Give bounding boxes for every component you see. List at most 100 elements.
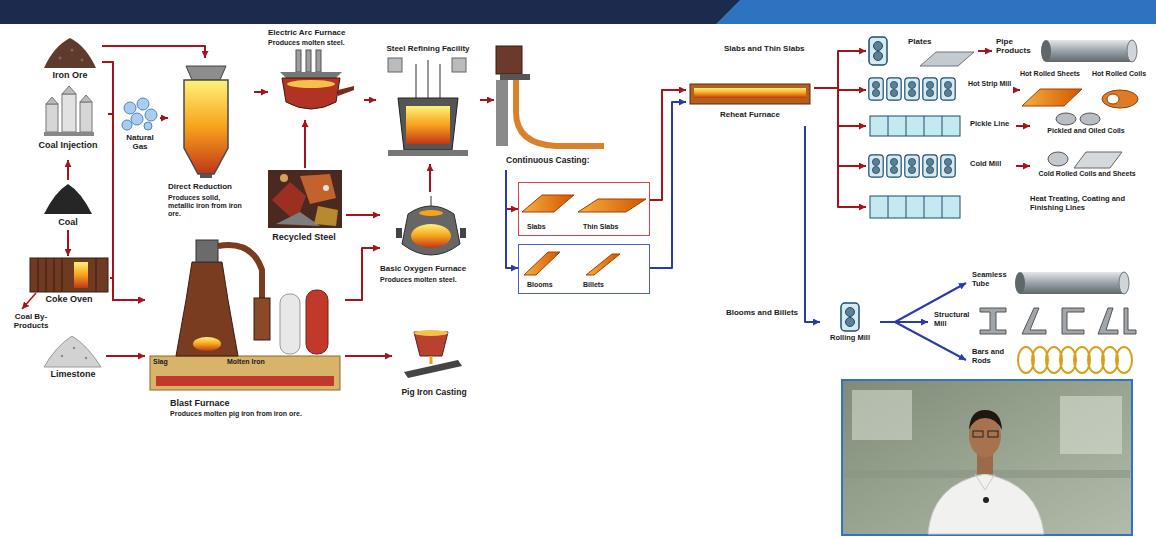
flow-arrow [429,164,431,192]
flow-arrow [506,170,518,209]
process-unit: SlagMolten IronBlast FurnaceProduces mol… [145,228,345,420]
node-label: Pig Iron Casting [392,388,476,398]
structural-shapes [1098,308,1118,334]
annotation-label: Slabs and Thin Slabs [724,44,834,53]
iron-ore-pile [71,49,74,52]
iron-ore-pile [59,57,62,60]
blast-furnace [254,298,270,340]
reheat-furnace [694,88,806,98]
roll-stands [923,155,937,177]
node-label: Limestone [40,369,106,379]
flow-arrow [160,117,168,119]
coal-injection-silos [62,86,76,94]
hot-rolled-coil [1102,90,1138,108]
flow-arrow [814,88,866,126]
raw-material: Coal [40,180,96,230]
electric-arc-furnace [280,50,354,109]
pickle-line-tank [870,116,960,136]
recycled-steel-photo [268,170,342,228]
product-item: Cold Rolled Coils and Sheets [1030,148,1144,186]
direct-reduction-furnace [200,174,212,178]
coke-oven [96,258,97,292]
recycled-steel-photo [268,170,342,228]
electric-arc-furnace [287,80,335,88]
bloom-shapes [524,252,620,275]
node-label: Cold Rolled Coils and Sheets [1030,170,1144,178]
steel-refining-ladle [406,106,450,144]
flow-arrow [102,46,205,58]
node-label: Rolling Mill [820,334,880,343]
coal-injection-silos [44,132,94,136]
roll-stands [941,78,955,100]
node-note: Thin Slabs [583,223,647,231]
process-unit: Reheat Furnace [686,78,814,126]
node-label: Recycled Steel [262,232,346,242]
roll-stands [869,37,887,65]
presenter-video [842,380,1132,535]
coal-injection-silos [44,86,94,136]
pickle-line-tank [924,116,925,136]
presenter-video [928,474,1044,534]
process-unit: Basic Oxygen FurnaceProduces molten stee… [380,192,486,290]
coke-oven [38,258,39,292]
header-bar [0,0,1156,24]
natural-gas-bubbles [124,102,136,114]
node-note: Produces molten steel. [380,276,486,284]
hot-rolled-coil [1107,94,1119,104]
mill-unit: Cold Mill [866,150,1016,182]
blast-furnace [150,356,340,390]
node-label: Pickle Line [970,120,1016,129]
pig-iron-casting [404,360,462,378]
cold-rolled-products [1048,152,1122,168]
flow-arrow [110,278,145,300]
continuous-caster [496,80,508,146]
flow-arrow [345,248,380,300]
basic-oxygen-furnace [460,228,466,238]
node-label: Blooms [527,281,577,289]
process-unit: Steel Refining Facility [376,44,480,164]
natural-gas-bubbles [122,98,157,130]
electric-arc-furnace [316,50,321,72]
pipe-product [1046,40,1132,62]
mill-unit: Rolling Mill [820,300,880,346]
product-box: SlabsThin Slabs [518,182,650,236]
blast-furnace [280,294,300,354]
roll-stands [869,78,883,100]
pickle-line-tank [888,116,889,136]
pickle-line-tank [870,116,960,136]
mill-unit: Hot Strip Mill [866,72,1013,108]
structural-shapes [1062,308,1084,334]
direct-reduction-furnace [186,66,226,80]
structural-shapes [1022,308,1046,334]
cold-rolled-products [1074,152,1122,168]
steel-refining-ladle [398,98,458,150]
flow-arrow [650,102,686,268]
iron-ore-pile [81,59,84,62]
continuous-caster [500,74,530,80]
flow-arrow [346,214,380,216]
pig-iron-casting [414,330,448,336]
node-label: Basic Oxygen Furnace [380,264,486,273]
node-label: Seamless Tube [972,271,1016,288]
product-item: Seamless Tube [966,268,1136,298]
blast-furnace [193,337,221,351]
coke-oven [30,258,108,292]
pipe-product [1127,40,1137,62]
process-unit: Electric Arc FurnaceProduces molten stee… [268,28,364,120]
limestone-pile [73,347,75,349]
product-item: Bars and Rods [966,344,1138,376]
pipe-product [1041,40,1051,62]
coke-oven [46,258,47,292]
direct-reduction-furnace [184,66,228,178]
continuous-caster [516,80,604,146]
presenter-video [975,474,995,490]
seamless-tube [1020,272,1124,294]
node-label: Reheat Furnace [686,110,814,119]
pickled-coils [1080,113,1100,125]
blast-furnace [156,376,334,386]
flow-arrow [480,99,494,101]
roll-stands [841,303,859,331]
flow-arrow [254,91,268,93]
presenter-video [842,380,1132,535]
